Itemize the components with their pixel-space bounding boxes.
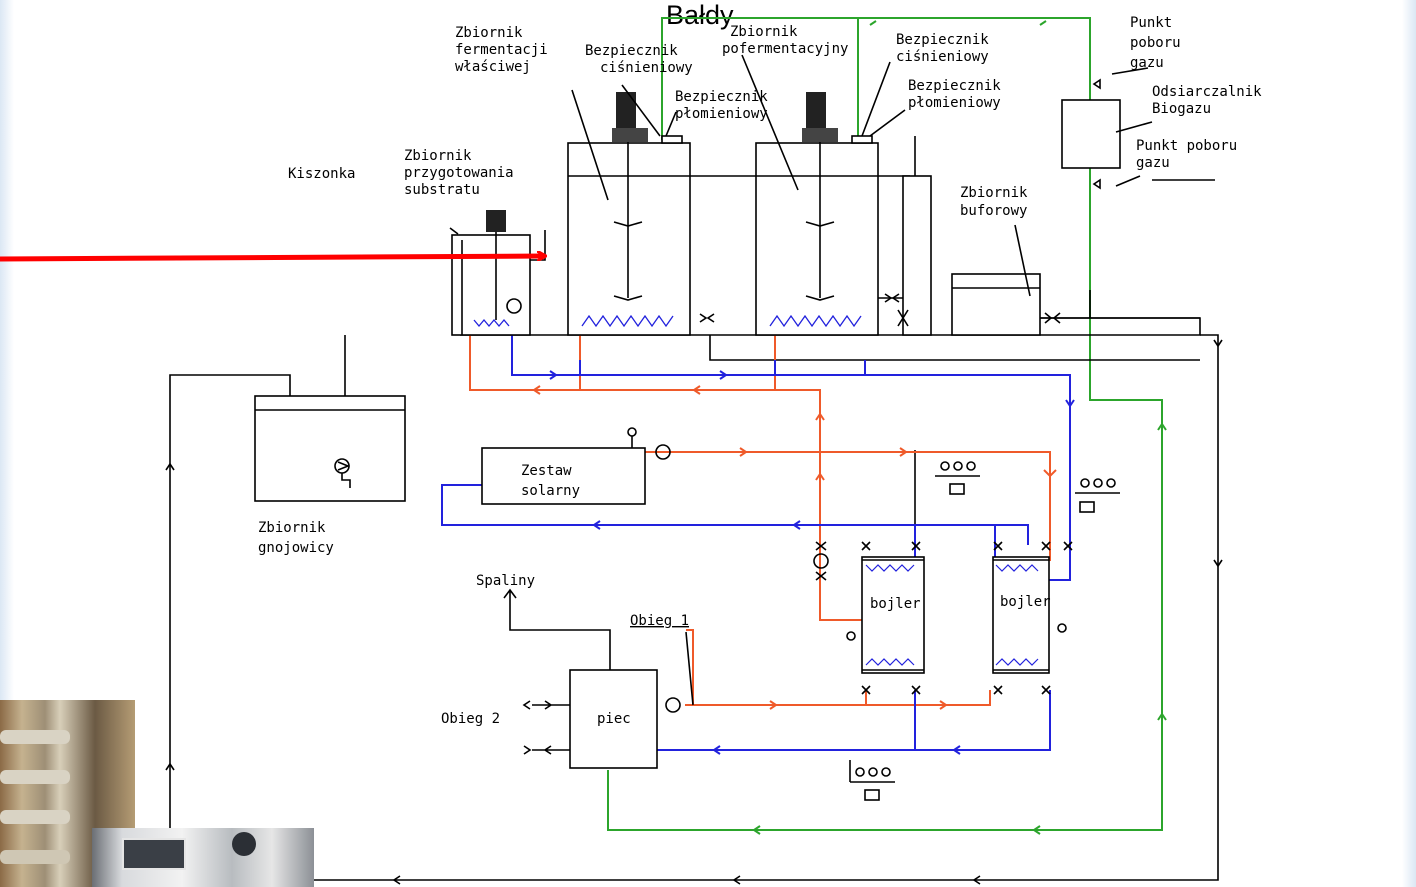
highlight-arrow bbox=[0, 256, 545, 262]
solar-set: Zestaw solarny bbox=[481, 427, 671, 505]
pressure-fuse-1-label-2: ciśnieniowy bbox=[600, 60, 693, 76]
desulfurizer-label-1: Odsiarczalnik bbox=[1152, 84, 1262, 100]
gas-point-2-label-2: gazu bbox=[1136, 155, 1170, 171]
exhaust-label: Spaliny bbox=[476, 573, 535, 589]
instrument-cluster-1 bbox=[935, 461, 980, 495]
slurry-tank-label-2: gnojowicy bbox=[258, 540, 334, 556]
gas-point-1-label-3: gazu bbox=[1130, 55, 1164, 71]
flame-fuse-2-label-2: płomieniowy bbox=[908, 95, 1001, 111]
flame-fuse-2-label-1: Bezpiecznik bbox=[908, 78, 1001, 94]
gas-column bbox=[699, 136, 932, 336]
slurry-tank: Zbiornik gnojowicy bbox=[254, 395, 406, 556]
pressure-fuse-1-label-1: Bezpiecznik bbox=[585, 43, 678, 59]
silage-label: Kiszonka bbox=[288, 166, 355, 182]
heating-return-lines bbox=[441, 335, 1075, 755]
post-fermentation-tank-label-2: pofermentacyjny bbox=[722, 41, 848, 57]
desulfurizer-label-2: Biogazu bbox=[1152, 101, 1211, 117]
flame-fuse-1-label-1: Bezpiecznik bbox=[675, 89, 768, 105]
boiler-2-label: bojler bbox=[1000, 594, 1051, 610]
solar-set-label-2: solarny bbox=[521, 483, 580, 499]
pressure-fuse-2-label-1: Bezpiecznik bbox=[896, 32, 989, 48]
gas-line bbox=[607, 17, 1167, 835]
boiler-2: bojler bbox=[992, 541, 1073, 695]
photo-control-panel bbox=[92, 828, 314, 887]
solar-set-label-1: Zestaw bbox=[521, 463, 572, 479]
furnace-label: piec bbox=[597, 711, 631, 727]
fermentation-tank-label-1: Zbiornik bbox=[455, 25, 523, 41]
instrument-cluster-3 bbox=[849, 760, 895, 801]
slurry-tank-label-1: Zbiornik bbox=[258, 520, 326, 536]
gas-point-2-label-1: Punkt poboru bbox=[1136, 138, 1237, 154]
circuit-2-label: Obieg 2 bbox=[441, 711, 500, 727]
substrate-tank-label-1: Zbiornik bbox=[404, 148, 472, 164]
fermentation-tank-label-2: fermentacji bbox=[455, 42, 548, 58]
flame-fuse-1-label-2: płomieniowy bbox=[675, 106, 768, 122]
substrate-tank: Kiszonka Zbiornik przygotowania substrat… bbox=[288, 148, 546, 336]
buffer-tank: Zbiornik buforowy bbox=[951, 185, 1041, 336]
gas-point-1-label-1: Punkt bbox=[1130, 15, 1172, 31]
fermentation-tank: Zbiornik fermentacji właściwej Bezpieczn… bbox=[455, 25, 910, 336]
gas-point-1-label-2: poboru bbox=[1130, 35, 1181, 51]
desulfurizer: Punkt poboru gazu Odsiarczalnik Biogazu … bbox=[1061, 15, 1262, 190]
slide-title: Bałdy bbox=[666, 0, 734, 30]
substrate-tank-label-3: substratu bbox=[404, 182, 480, 198]
post-fermentation-tank-label-1: Zbiornik bbox=[730, 24, 798, 40]
boiler-1: bojler bbox=[846, 541, 925, 695]
pressure-fuse-2-label-2: ciśnieniowy bbox=[896, 49, 989, 65]
post-fermentation-tank: Zbiornik pofermentacyjny Bezpiecznik ciś… bbox=[722, 24, 1001, 336]
boiler-1-label: bojler bbox=[870, 596, 921, 612]
heating-supply-lines bbox=[469, 335, 1057, 710]
buffer-tank-label-1: Zbiornik bbox=[960, 185, 1028, 201]
circulation-pump bbox=[813, 541, 829, 581]
buffer-tank-label-2: buforowy bbox=[960, 203, 1027, 219]
instrument-cluster-2 bbox=[1075, 478, 1120, 513]
fermentation-tank-label-3: właściwej bbox=[455, 59, 531, 75]
furnace: piec Spaliny Obieg 1 Obieg 2 bbox=[441, 573, 694, 769]
process-pipes bbox=[165, 290, 1223, 885]
circuit-1-label: Obieg 1 bbox=[630, 613, 689, 629]
substrate-tank-label-2: przygotowania bbox=[404, 165, 514, 181]
